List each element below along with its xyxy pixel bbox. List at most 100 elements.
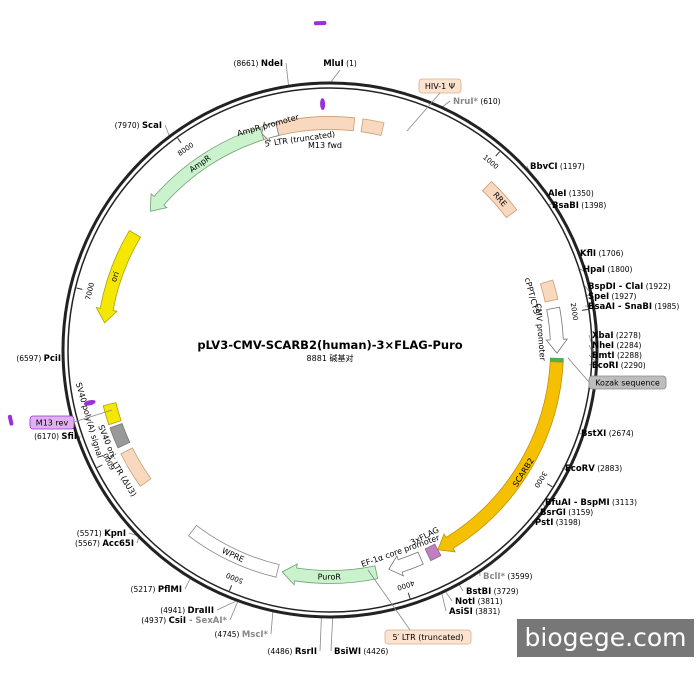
site-name: (8661) NdeI [234,59,283,69]
feature-3-ltr-u3 [120,447,152,487]
feature-rre [481,180,518,219]
site-name: BsaAI - SnaBI (1985) [588,302,679,312]
feature-3xflag [424,543,442,562]
primer-marker-m13-fwd [320,98,326,111]
watermark-box [517,619,694,657]
site-mlui: MluI (1) [323,59,357,69]
site-pflmi: (5217) PflMI [131,585,182,595]
site-name: (5217) PflMI [131,585,182,595]
feature-cmv-promoter [545,306,569,354]
tick-mark [581,309,588,311]
site-msci: (4745) MscI* [215,630,269,640]
site-name: (6170) SfiI [34,432,77,442]
site-bfuai-bspmi: BfuAI - BspMI (3113) [545,498,637,508]
site-xbai: XbaI (2278) [592,331,641,341]
site-alei: AleI (1350) [548,189,594,199]
backbone-outer-ring [61,81,599,619]
site-line [441,592,447,612]
site-nhei: NheI (2284) [592,341,641,351]
site-name: (5567) Acc65I [75,539,134,549]
site-nrui: NruI* (610) [453,97,501,107]
site-spei: SpeI (1927) [588,292,637,302]
site-name: (4745) MscI* [215,630,269,640]
svg-text:HIV-1 Ψ: HIV-1 Ψ [425,82,455,91]
feature-ori [95,229,142,324]
site-name: (5571) KpnI [77,529,126,539]
site-name: XbaI (2278) [592,331,641,341]
site-bsaai-snabi: BsaAI - SnaBI (1985) [588,302,679,312]
site-bsiwi: BsiWI (4426) [334,647,388,657]
site-line [444,590,453,602]
tick-mark [495,151,501,157]
tick-mark [177,137,182,144]
feature-cppt-cts [539,279,559,303]
site-bcli: BclI* (3599) [483,572,532,582]
feature-wpre [188,524,280,578]
site-name: BmtI (2288) [592,351,642,361]
site-kfli: KflI (1706) [580,249,623,259]
tick-mark [407,592,411,599]
backbone-inner-ring [67,87,593,613]
feature-sv40-ori [109,423,131,449]
site-ecori: EcoRI (2290) [592,361,646,371]
site-name: MluI (1) [323,59,357,69]
callout-m13-rev: M13 rev [29,415,75,430]
feature-ampr-promoter [261,121,280,143]
tick-label: 4000 [396,579,415,592]
svg-text:Kozak sequence: Kozak sequence [595,379,660,388]
tick-mark [228,585,233,592]
site-name: BsaBI (1398) [552,201,606,211]
site-line [330,616,334,652]
site-name: BsiWI (4426) [334,647,388,657]
site-name: (6597) PciI [16,354,61,364]
primer-marker-m13-rev [83,400,96,406]
site-asisi: AsiSI (3831) [449,607,500,617]
site-hpai: HpaI (1800) [583,265,633,275]
svg-text:M13 rev: M13 rev [36,419,69,428]
site-name: (4941) DraIII [160,606,214,616]
feature-ef-1-core-promoter [388,551,424,577]
tick-mark [546,483,553,488]
site-ndei: (8661) NdeI [234,59,283,69]
site-name: EcoRI (2290) [592,361,646,371]
watermark-text: biogege.com [524,623,687,652]
site-name: NotI (3811) [455,597,503,607]
site-name: EcoRV (2883) [565,464,622,474]
site-line [184,577,191,590]
site-name: KflI (1706) [580,249,623,259]
site-line [285,62,290,87]
feature-m13-rev [7,414,14,426]
site-sfii: (6170) SfiI [34,432,77,442]
site-scai: (7970) ScaI [115,121,162,131]
site-kpni: (5571) KpnI [77,529,126,539]
site-bbvci: BbvCI (1197) [530,162,585,172]
feature-label-m13-fwd: M13 fwd [308,141,342,150]
site-name: PstI (3198) [535,518,581,528]
callout-kozak-sequence: Kozak sequence [588,375,667,390]
site-rsrii: (4486) RsrII [268,647,317,657]
site-name: NheI (2284) [592,341,641,351]
tick-label: 5000 [225,571,245,585]
plasmid-title: pLV3-CMV-SCARB2(human)-3×FLAG-Puro [197,338,462,352]
plasmid-size: 8881 碱基对 [307,353,354,363]
site-name: AleI (1350) [548,189,594,199]
site-name: SpeI (1927) [588,292,637,302]
tick-label: 8000 [176,141,195,158]
site-name: BsrGI (3159) [540,508,593,518]
feature-label-ori: ori [109,270,121,283]
feature-label-cmv-promoter: CMV promoter [533,303,547,362]
feature-label-puror: PuroR [318,572,342,581]
site-name: BstBI (3729) [466,587,519,597]
site-bstbi: BstBI (3729) [466,587,519,597]
tick-mark [96,464,103,469]
site-name: NruI* (610) [453,97,501,107]
site-noti: NotI (3811) [455,597,503,607]
site-acc65i: (5567) Acc65I [75,539,134,549]
site-draiii: (4941) DraIII [160,606,214,616]
site-name: (4486) RsrII [268,647,317,657]
site-line [270,610,274,635]
site-line [164,124,170,137]
feature-hiv-1 [360,118,385,136]
site-line [441,100,451,108]
tick-label: 3000 [532,470,548,489]
